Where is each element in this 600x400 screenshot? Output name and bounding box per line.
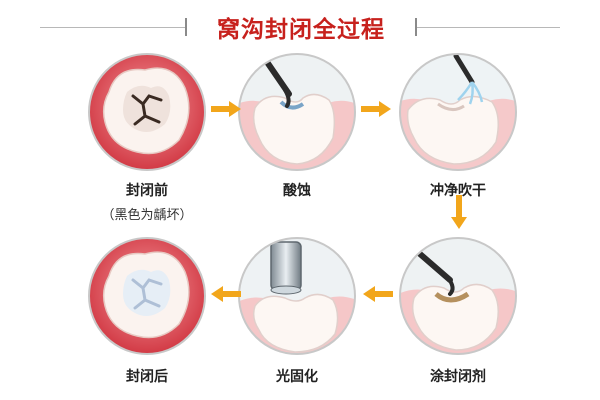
step-rinse-dry	[398, 52, 518, 172]
step-apply-sealant	[398, 236, 518, 356]
header-rule-left	[40, 27, 185, 28]
arrow-left-icon	[363, 286, 393, 302]
acid-etch-icon	[238, 53, 356, 171]
step-note-before: （黑色为龋坏）	[101, 208, 193, 223]
header-rule-right	[417, 27, 560, 28]
arrow-down-icon	[451, 195, 467, 229]
step-before-sealing	[87, 52, 207, 172]
step-label-rinse-dry: 冲净吹干	[430, 183, 486, 199]
step-label-apply-sealant: 涂封闭剂	[430, 369, 486, 385]
header-bracket-right	[415, 18, 417, 36]
arrow-left-icon	[211, 286, 241, 302]
header-bracket-left	[185, 18, 187, 36]
step-label-before: 封闭前	[126, 183, 168, 199]
page-title: 窝沟封闭全过程	[217, 16, 385, 43]
tooth-before-icon	[88, 53, 206, 171]
rinse-dry-icon	[399, 53, 517, 171]
step-after-sealing	[87, 236, 207, 356]
step-acid-etch	[237, 52, 357, 172]
sealant-apply-icon	[399, 237, 517, 355]
step-light-cure	[237, 236, 357, 356]
step-label-acid-etch: 酸蚀	[283, 183, 311, 199]
step-label-light-cure: 光固化	[276, 369, 318, 385]
step-label-after: 封闭后	[126, 369, 168, 385]
tooth-after-icon	[88, 237, 206, 355]
arrow-right-icon	[211, 101, 241, 117]
light-cure-icon	[238, 237, 356, 355]
arrow-right-icon	[361, 101, 391, 117]
